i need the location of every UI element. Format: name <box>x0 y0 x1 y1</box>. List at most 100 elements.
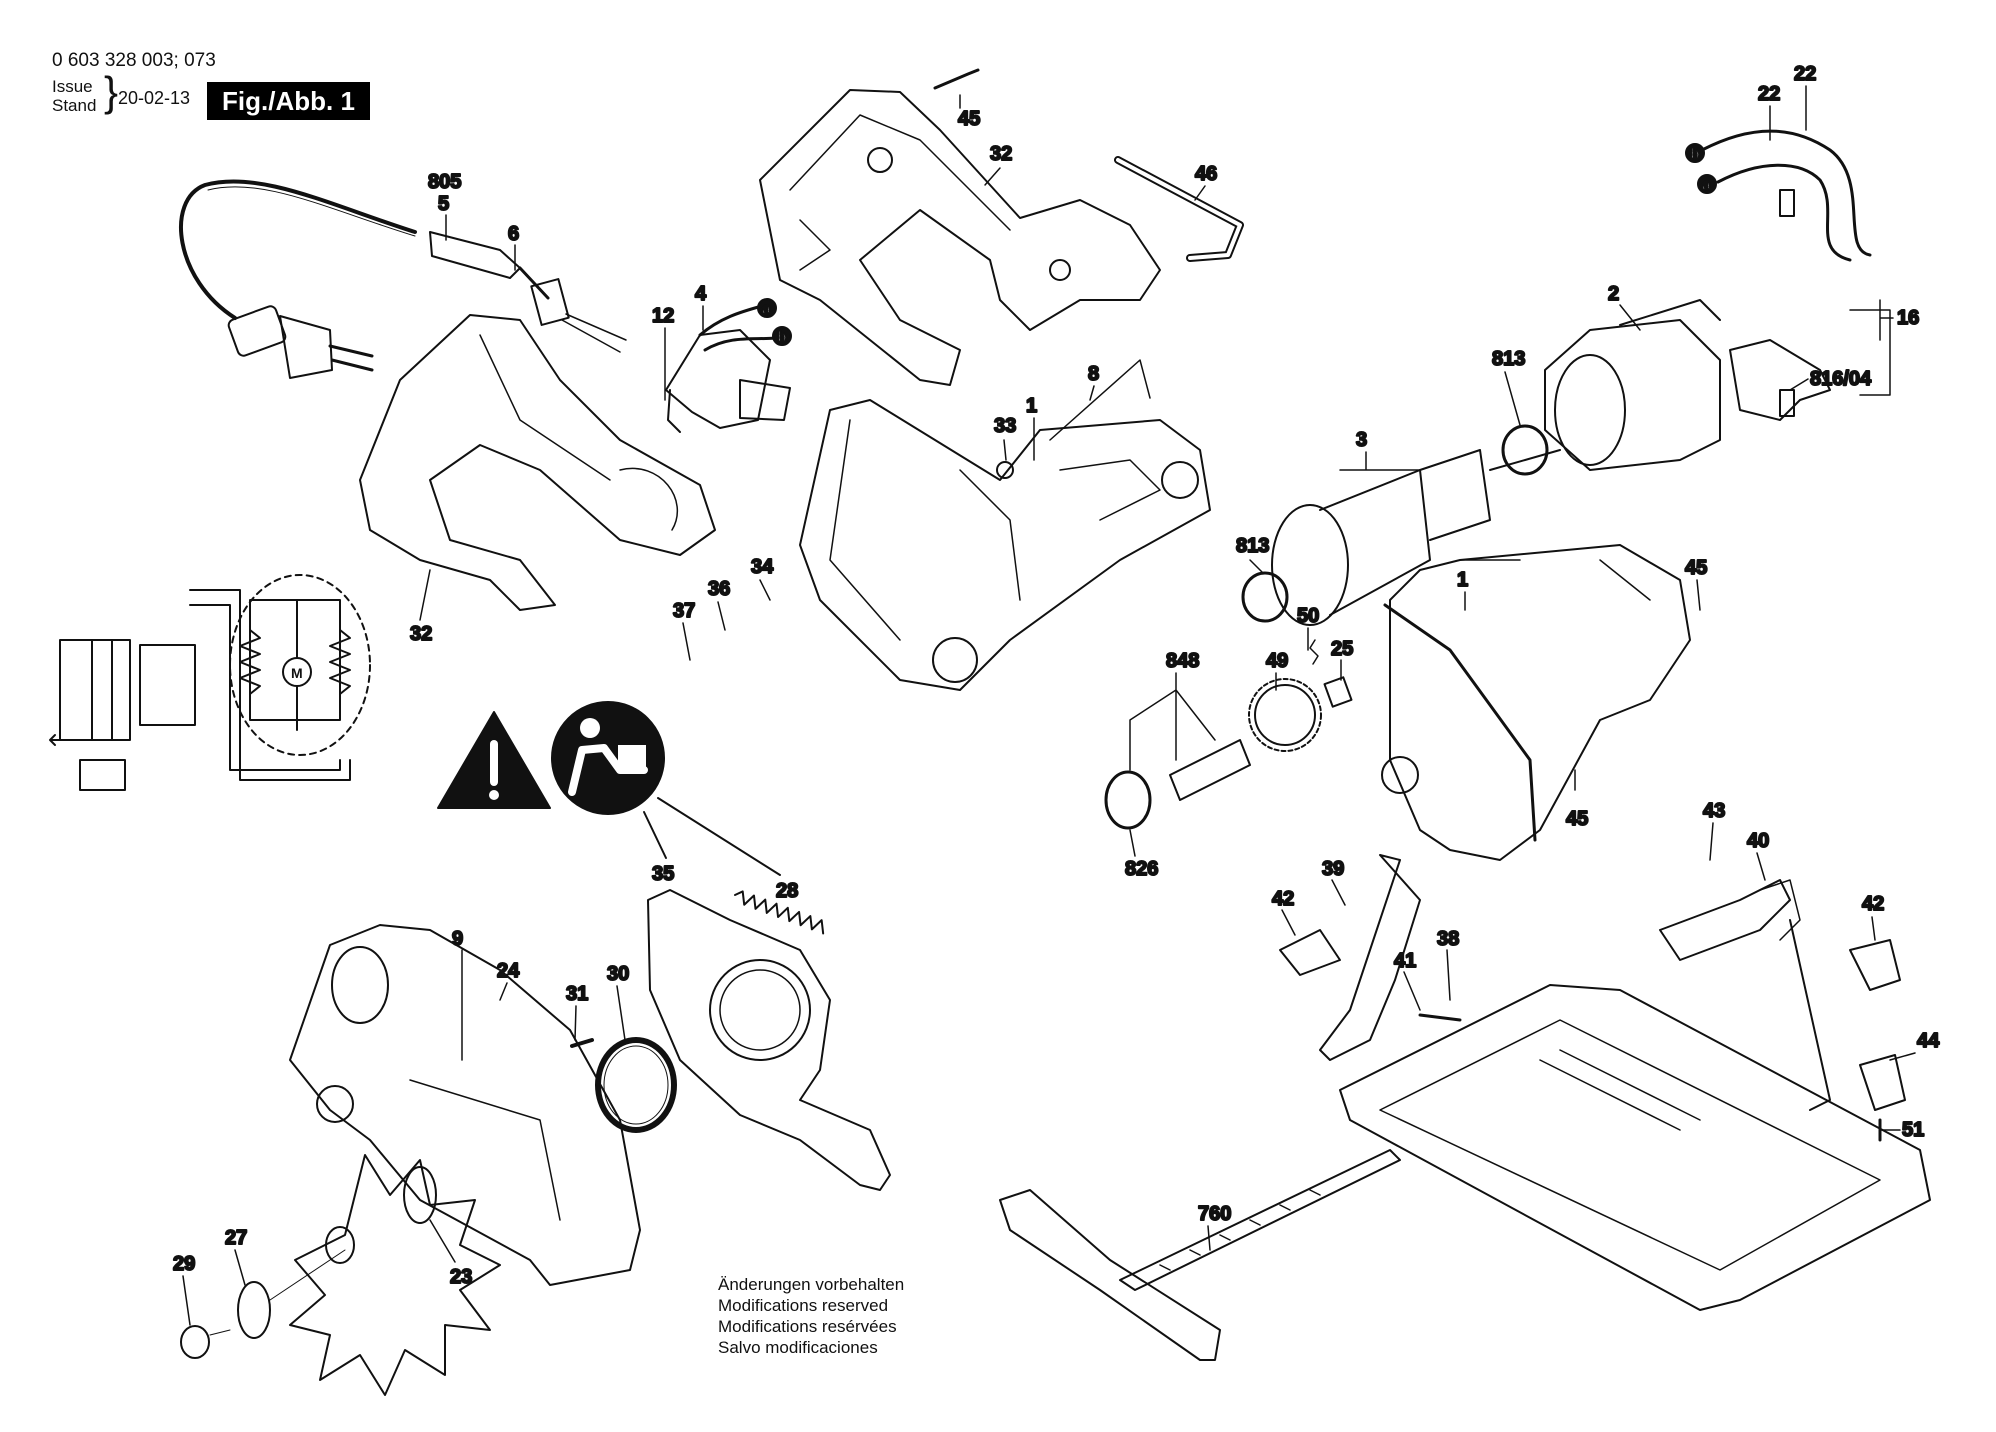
ring-inner <box>603 1045 669 1125</box>
label-805: 805 <box>428 171 461 193</box>
label-760: 760 <box>1198 1203 1231 1225</box>
label-816-04: 816/04 <box>1810 368 1872 390</box>
label-45-top: 45 <box>958 108 980 130</box>
label-848: 848 <box>1166 650 1199 672</box>
bracket <box>1659 879 1831 1111</box>
label-4: 4 <box>695 283 707 305</box>
label-36: 36 <box>708 578 730 600</box>
label-813-top: 813 <box>1492 348 1525 370</box>
note-es: Salvo modificaciones <box>718 1338 878 1357</box>
label-33: 33 <box>994 415 1016 437</box>
label-1-motor: 1 <box>1457 569 1468 591</box>
bearing-813-lower <box>1241 571 1289 623</box>
clamping-bolt <box>180 1325 210 1359</box>
spring <box>734 890 825 935</box>
note-fr: Modifications resérvées <box>718 1317 897 1336</box>
motor-symbol: M <box>291 665 303 681</box>
gearbox-housing <box>1381 544 1691 861</box>
lower-guard <box>647 889 891 1191</box>
brush-holder <box>1729 189 1891 421</box>
label-6: 6 <box>508 223 519 245</box>
label-49: 49 <box>1266 650 1288 672</box>
label-1-housing: 1 <box>1026 395 1037 417</box>
hex-key <box>1114 156 1244 262</box>
label-24: 24 <box>497 960 520 982</box>
wiring-schematic: M <box>49 574 371 791</box>
label-9: 9 <box>452 928 463 950</box>
modification-notes: Änderungen vorbehalten Modifications res… <box>718 1274 904 1358</box>
label-826: 826 <box>1125 858 1158 880</box>
label-50: 50 <box>1297 605 1319 627</box>
motor-housing <box>799 359 1211 691</box>
label-32-handle: 32 <box>410 623 432 645</box>
parallel-guide <box>999 1149 1401 1361</box>
flange-outer <box>237 1281 271 1339</box>
label-38: 38 <box>1437 928 1459 950</box>
saw-blade <box>289 1154 501 1396</box>
label-45-mid: 45 <box>1685 557 1707 579</box>
label-27: 27 <box>225 1227 247 1249</box>
wire-marker-b: b <box>777 329 787 346</box>
label-34: 34 <box>751 556 774 578</box>
label-2: 2 <box>1608 283 1619 305</box>
blade-axis <box>209 1249 346 1336</box>
stand-label: Stand <box>52 96 97 115</box>
armature <box>1271 449 1561 626</box>
knob-42-right <box>1849 939 1901 991</box>
screw-45-top <box>933 68 980 90</box>
label-44: 44 <box>1917 1030 1940 1052</box>
output-shaft <box>1104 639 1353 830</box>
flange-inner <box>403 1166 437 1224</box>
label-25: 25 <box>1331 638 1353 660</box>
knob-44 <box>1859 1054 1906 1111</box>
power-cord <box>179 179 627 379</box>
label-23: 23 <box>450 1266 472 1288</box>
label-42-left: 42 <box>1272 888 1294 910</box>
label-22-b: 22 <box>1794 63 1816 85</box>
label-40: 40 <box>1747 830 1769 852</box>
label-39: 39 <box>1322 858 1344 880</box>
label-22-a: 22 <box>1758 83 1780 105</box>
issue-label: Issue <box>52 77 93 96</box>
label-46: 46 <box>1195 163 1217 185</box>
label-31: 31 <box>566 983 588 1005</box>
issue-date: 20-02-13 <box>118 88 191 108</box>
label-3: 3 <box>1356 429 1367 451</box>
label-42-right: 42 <box>1862 893 1884 915</box>
field-winding <box>1544 299 1721 471</box>
warning-triangle-icon <box>437 711 551 809</box>
wire-marker-a: a <box>762 301 771 318</box>
label-32-top: 32 <box>990 143 1012 165</box>
bevel-segment <box>1279 854 1462 1061</box>
label-43: 43 <box>1703 800 1725 822</box>
label-12: 12 <box>652 305 674 327</box>
switch-assembly: a b <box>665 298 792 433</box>
leader-28 <box>657 797 781 876</box>
note-en: Modifications reserved <box>718 1296 889 1315</box>
label-16: 16 <box>1897 307 1919 329</box>
label-37: 37 <box>673 600 695 622</box>
read-manual-icon <box>551 701 665 815</box>
wire-marker-b-22: b <box>1690 146 1700 163</box>
document-number: 0 603 328 003; 073 <box>52 50 216 71</box>
label-8: 8 <box>1088 363 1099 385</box>
ring <box>595 1037 677 1133</box>
label-41: 41 <box>1394 950 1416 972</box>
handle <box>359 314 716 611</box>
bearing-813-upper <box>1501 424 1549 476</box>
brace-glyph: } <box>104 68 119 115</box>
wires-22: b a <box>1685 129 1872 262</box>
label-45-low: 45 <box>1566 808 1588 830</box>
label-29: 29 <box>173 1253 195 1275</box>
leader-35 <box>643 811 667 859</box>
leader-lines <box>182 85 1916 1326</box>
label-30: 30 <box>607 963 629 985</box>
label-813-mid: 813 <box>1236 535 1269 557</box>
handle-cover-top <box>759 89 1161 386</box>
label-35: 35 <box>652 863 674 885</box>
label-28: 28 <box>776 880 798 902</box>
label-5: 5 <box>438 193 449 215</box>
note-de: Änderungen vorbehalten <box>718 1275 905 1294</box>
screw-31 <box>570 1038 594 1048</box>
